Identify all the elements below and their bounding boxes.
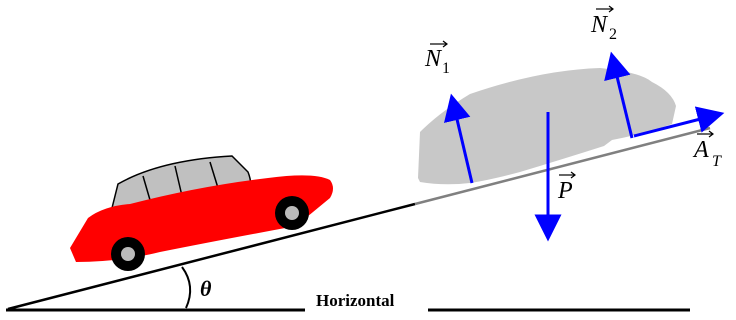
inclined-plane: [7, 126, 711, 311]
svg-text:A: A: [692, 137, 709, 163]
svg-text:N: N: [424, 46, 443, 72]
label-n1: N 1: [424, 40, 450, 77]
label-p: P: [557, 171, 576, 204]
svg-text:P: P: [557, 178, 573, 204]
angle-arc: [181, 266, 192, 309]
horizontal-label: Horizontal: [310, 291, 401, 311]
vector-n2: [604, 51, 634, 139]
svg-text:T: T: [712, 153, 722, 170]
vector-at: [633, 106, 725, 138]
label-at: A T: [692, 130, 722, 170]
svg-text:1: 1: [442, 60, 450, 77]
red-car: [70, 155, 333, 271]
svg-text:2: 2: [609, 26, 617, 43]
label-n2: N 2: [590, 5, 617, 43]
car-front-wheel: [275, 196, 309, 230]
vector-n1: [444, 93, 474, 184]
angle-label: θ: [200, 276, 212, 301]
car-rear-wheel: [111, 237, 145, 271]
svg-text:N: N: [590, 12, 609, 38]
